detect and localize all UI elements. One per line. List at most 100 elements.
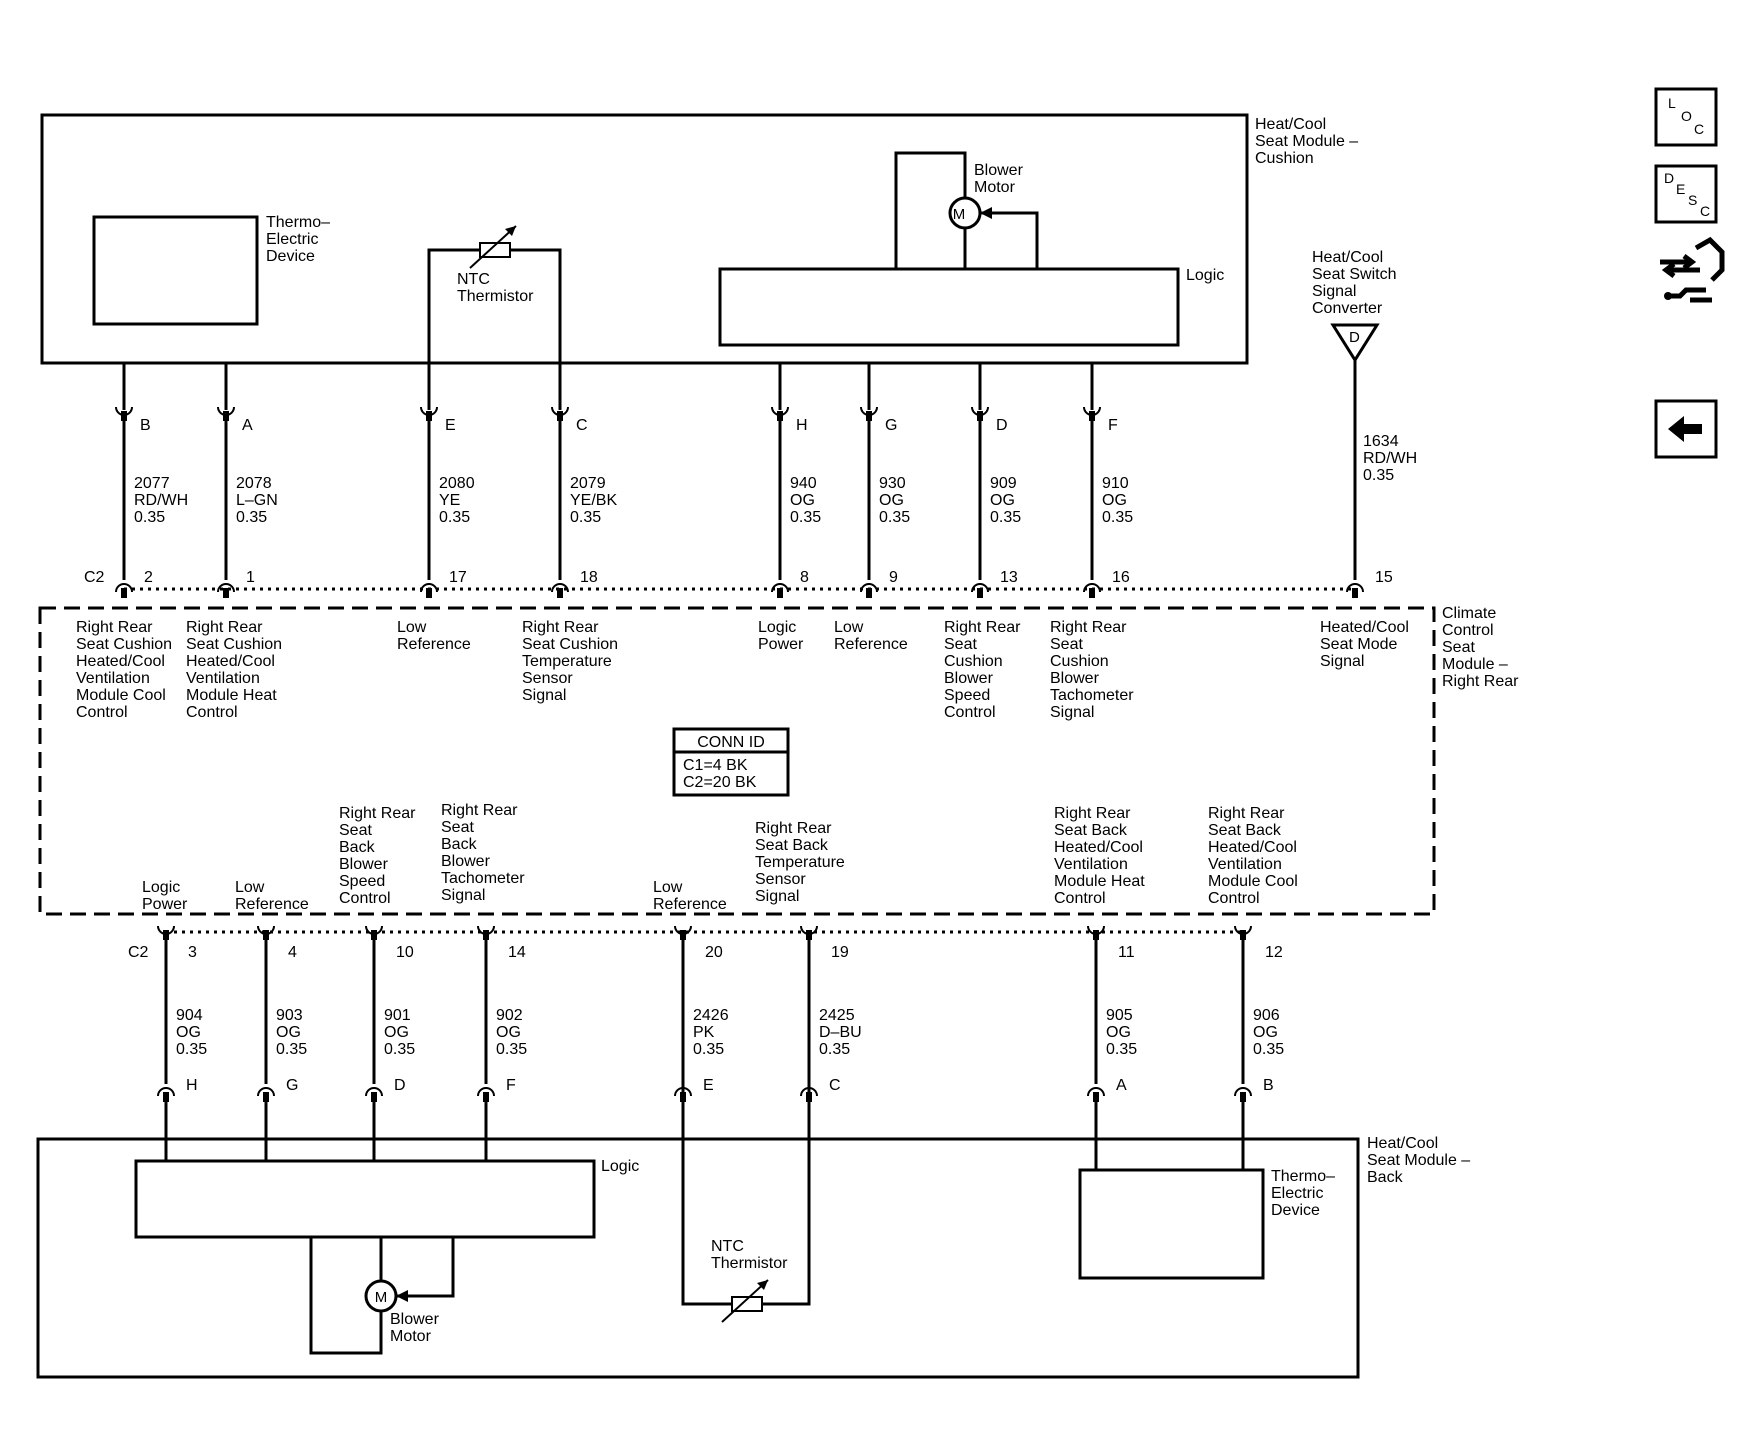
- circuit-number: 930: [879, 475, 906, 492]
- circuit-color: OG: [1253, 1024, 1278, 1041]
- desc-char-1: D: [1664, 170, 1674, 186]
- ccsm-label-5: Right Rear: [1442, 673, 1519, 690]
- module-pin-bottom-G: [257, 1087, 275, 1102]
- ccsm-function-bottom: Right Rear: [1054, 805, 1131, 822]
- ccsm-function-top: Right Rear: [522, 619, 599, 636]
- ccsm-function-bottom: Seat: [441, 819, 474, 836]
- logic-block-bottom: [134, 1159, 596, 1239]
- ccsm-function-bottom: Blower: [441, 853, 491, 870]
- ccsm-function-top: Seat: [1050, 636, 1083, 653]
- ccsm-function-bottom: Heated/Cool: [1054, 839, 1143, 856]
- ccsm-function-top: Seat Cushion: [76, 636, 172, 653]
- back-arrow-icon[interactable]: [1654, 399, 1718, 459]
- circuit-number: 910: [1102, 475, 1129, 492]
- ccsm-pin-top-16: [1083, 583, 1101, 598]
- circuit-color: OG: [790, 492, 815, 509]
- ccsm-function-top: Reference: [834, 636, 908, 653]
- module-pin-label-bottom: F: [506, 1077, 516, 1094]
- desc-button[interactable]: D E S C: [1654, 164, 1718, 224]
- module-pin-label-bottom: B: [1263, 1077, 1274, 1094]
- circuit-color: OG: [276, 1024, 301, 1041]
- module-pin-label-bottom: D: [394, 1077, 406, 1094]
- loc-button[interactable]: L O C: [1654, 87, 1718, 147]
- ccsm-pin-label-bottom: 10: [396, 944, 414, 961]
- ccsm-function-bottom: Signal: [441, 887, 485, 904]
- ccsm-function-top: Blower: [944, 670, 994, 687]
- loc-char-2: O: [1681, 108, 1692, 124]
- logic-bottom-label: Logic: [601, 1158, 639, 1175]
- circuit-color: RD/WH: [1363, 450, 1417, 467]
- ccsm-pin-top-17: [420, 583, 438, 598]
- circuit-size: 0.35: [1253, 1041, 1284, 1058]
- ccsm-function-bottom: Control: [339, 890, 391, 907]
- connector-icon[interactable]: [1660, 236, 1725, 303]
- ccsm-function-top: Seat Cushion: [522, 636, 618, 653]
- ccsm-function-top: Logic: [758, 619, 796, 636]
- circuit-size: 0.35: [1363, 467, 1394, 484]
- circuit-number: 2425: [819, 1007, 855, 1024]
- ccsm-pin-bottom-20: [674, 925, 692, 940]
- ccsm-function-bottom: Back: [339, 839, 376, 856]
- circuit-color: D–BU: [819, 1024, 862, 1041]
- module-pin-top-5: [771, 406, 789, 421]
- ccsm-pin-label-bottom: 11: [1118, 944, 1135, 961]
- logic-block-top: [718, 267, 1180, 347]
- ntc-bottom-label-2: Thermistor: [711, 1255, 788, 1272]
- back-module-label-1: Heat/Cool: [1367, 1135, 1438, 1152]
- ccsm-pin-label-top: 15: [1375, 569, 1393, 586]
- ccsm-pin-label-bottom: 20: [705, 944, 723, 961]
- ccsm-function-bottom: Seat: [339, 822, 372, 839]
- circuit-size: 0.35: [176, 1041, 207, 1058]
- module-pin-label-bottom: C: [829, 1077, 841, 1094]
- ccsm-function-top: Heated/Cool: [76, 653, 165, 670]
- back-module-label-3: Back: [1367, 1169, 1404, 1186]
- circuit-number: 1634: [1363, 433, 1399, 450]
- bottom-wire-group: 3904OG0.35HLogicPower4903OG0.35GLowRefer…: [142, 802, 1298, 1170]
- ccsm-function-bottom: Tachometer: [441, 870, 525, 887]
- module-pin-top-4: [551, 406, 569, 421]
- ccsm-pin-top-9: [860, 583, 878, 598]
- circuit-number: 905: [1106, 1007, 1133, 1024]
- connector-bottom-label: C2: [128, 944, 149, 961]
- module-pin-top-6: [860, 406, 878, 421]
- module-pin-bottom-F: [477, 1087, 495, 1102]
- module-pin-bottom-B: [1234, 1087, 1252, 1102]
- ccsm-pin-label-top: 9: [889, 569, 898, 586]
- ccsm-pin-bottom-3: [157, 925, 175, 940]
- ccsm-pin-label-top: 13: [1000, 569, 1018, 586]
- ccsm-function-bottom: Control: [1054, 890, 1106, 907]
- logic-top-label: Logic: [1186, 267, 1224, 284]
- ccsm-function-bottom: Speed: [339, 873, 385, 890]
- ccsm-function-bottom: Signal: [755, 888, 799, 905]
- circuit-size: 0.35: [1102, 509, 1133, 526]
- blower-motor-bottom: [309, 1237, 455, 1355]
- ccsm-function-top: Seat Mode: [1320, 636, 1397, 653]
- motor-symbol-bottom: M: [375, 1289, 388, 1306]
- ccsm-function-top: Signal: [1320, 653, 1364, 670]
- ccsm-function-bottom: Seat Back: [755, 837, 829, 854]
- cushion-module-label-2: Seat Module –: [1255, 133, 1358, 150]
- converter-label-2: Seat Switch: [1312, 266, 1396, 283]
- ccsm-pin-label-bottom: 12: [1265, 944, 1283, 961]
- module-pin-top-2: [217, 406, 235, 421]
- ccsm-pin-top-2: [115, 583, 133, 598]
- ccsm-pin-label-bottom: 14: [508, 944, 526, 961]
- ccsm-pin-label-top: 16: [1112, 569, 1130, 586]
- ccsm-label-2: Control: [1442, 622, 1494, 639]
- circuit-number: 904: [176, 1007, 203, 1024]
- conn-id-title: CONN ID: [697, 734, 765, 751]
- module-pin-top-3: [420, 406, 438, 421]
- circuit-color: OG: [990, 492, 1015, 509]
- module-pin-top-7: [971, 406, 989, 421]
- ccsm-label-1: Climate: [1442, 605, 1496, 622]
- ccsm-function-top: Ventilation: [76, 670, 150, 687]
- back-module-label-2: Seat Module –: [1367, 1152, 1470, 1169]
- circuit-size: 0.35: [693, 1041, 724, 1058]
- thermo-top-label-1: Thermo–: [266, 214, 330, 231]
- module-pin-label-top: H: [796, 417, 808, 434]
- circuit-color: RD/WH: [134, 492, 188, 509]
- ccsm-function-top: Signal: [1050, 704, 1094, 721]
- desc-char-3: S: [1688, 192, 1697, 208]
- ccsm-label-4: Module –: [1442, 656, 1508, 673]
